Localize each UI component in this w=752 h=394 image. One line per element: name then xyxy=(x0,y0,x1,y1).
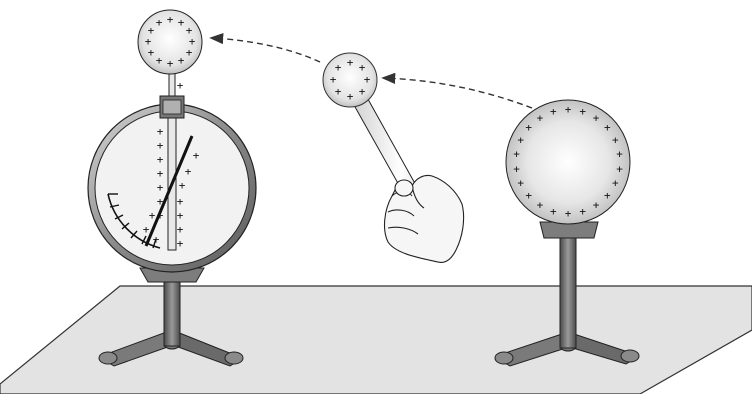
proof-plane-charge-plus: + xyxy=(359,61,366,74)
proof-plane-charge-plus: + xyxy=(335,85,342,98)
stem-charge-plus: + xyxy=(177,79,184,92)
sphere-charge-plus: + xyxy=(593,199,600,212)
sphere-charge-plus: + xyxy=(550,205,557,218)
sphere-charge-plus: + xyxy=(579,205,586,218)
proof-plane-charge-plus: + xyxy=(335,61,342,74)
knob-charge-plus: + xyxy=(178,54,185,67)
needle-charge-plus: + xyxy=(149,209,156,222)
sphere-charge-plus: + xyxy=(612,177,619,190)
table-top xyxy=(0,285,752,394)
rod-charge-plus: + xyxy=(157,209,164,222)
sphere-charge-plus: + xyxy=(604,121,611,134)
proof-plane-charge-plus: + xyxy=(347,56,354,69)
knob-charge-plus: + xyxy=(167,57,174,70)
sphere-charge-plus: + xyxy=(616,148,623,161)
needle-charge-plus: + xyxy=(177,223,184,236)
proof-plane-charge-plus: + xyxy=(347,90,354,103)
sphere-charge-plus: + xyxy=(579,105,586,118)
needle-charge-plus: + xyxy=(177,195,184,208)
electroscope-needle xyxy=(144,135,194,247)
sphere-charge-plus: + xyxy=(517,133,524,146)
electroscope-icon xyxy=(87,9,257,367)
sphere-charge-plus: + xyxy=(525,121,532,134)
knob-charge-plus: + xyxy=(186,46,193,59)
sphere-charge-plus: + xyxy=(593,111,600,124)
needle-charge-plus: + xyxy=(143,223,150,236)
sphere-charge-plus: + xyxy=(537,111,544,124)
knob-charge-plus: + xyxy=(189,35,196,48)
rod-charge-plus: + xyxy=(157,153,164,166)
sphere-charge-plus: + xyxy=(525,189,532,202)
hand-icon xyxy=(383,174,465,263)
sphere-charge-plus: + xyxy=(565,207,572,220)
rod-charge-plus: + xyxy=(157,167,164,180)
rod-charge-plus: + xyxy=(157,139,164,152)
needle-charge-plus: + xyxy=(193,149,200,162)
dashed-arrow-to-electroscope xyxy=(209,32,321,63)
knob-charge-plus: + xyxy=(186,24,193,37)
needle-charge-plus: + xyxy=(177,237,184,250)
sphere-charge-plus: + xyxy=(537,199,544,212)
knob-charge-plus: + xyxy=(167,13,174,26)
knob-charge-plus: + xyxy=(178,16,185,29)
knob-charge-plus: + xyxy=(156,16,163,29)
sphere-charge-plus: + xyxy=(616,162,623,175)
needle-charge-plus: + xyxy=(177,209,184,222)
sphere-charge-plus: + xyxy=(612,133,619,146)
knob-charge-plus: + xyxy=(148,46,155,59)
needle-charge-plus: + xyxy=(185,165,192,178)
rod-charge-plus: + xyxy=(157,181,164,194)
knob-charge-plus: + xyxy=(148,24,155,37)
sphere-charge-plus: + xyxy=(604,189,611,202)
sphere-charge-plus: + xyxy=(550,105,557,118)
knob-charge-plus: + xyxy=(156,54,163,67)
proof-plane-charge-plus: + xyxy=(330,73,337,86)
rod-charge-plus: + xyxy=(157,125,164,138)
charged-sphere-icon xyxy=(494,99,640,367)
electroscope-knob xyxy=(137,9,203,75)
sphere-charge-plus: + xyxy=(517,177,524,190)
knob-charge-plus: + xyxy=(145,35,152,48)
dashed-arrow-to-proof-plane xyxy=(381,72,533,109)
rod-charge-plus: + xyxy=(157,195,164,208)
needle-charge-plus: + xyxy=(153,233,160,246)
sphere-charge-plus: + xyxy=(513,148,520,161)
sphere-charge-plus: + xyxy=(513,162,520,175)
needle-charge-plus: + xyxy=(179,179,186,192)
sphere-charge-plus: + xyxy=(565,103,572,116)
proof-plane-charge-plus: + xyxy=(359,85,366,98)
proof-plane-charge-plus: + xyxy=(364,73,371,86)
